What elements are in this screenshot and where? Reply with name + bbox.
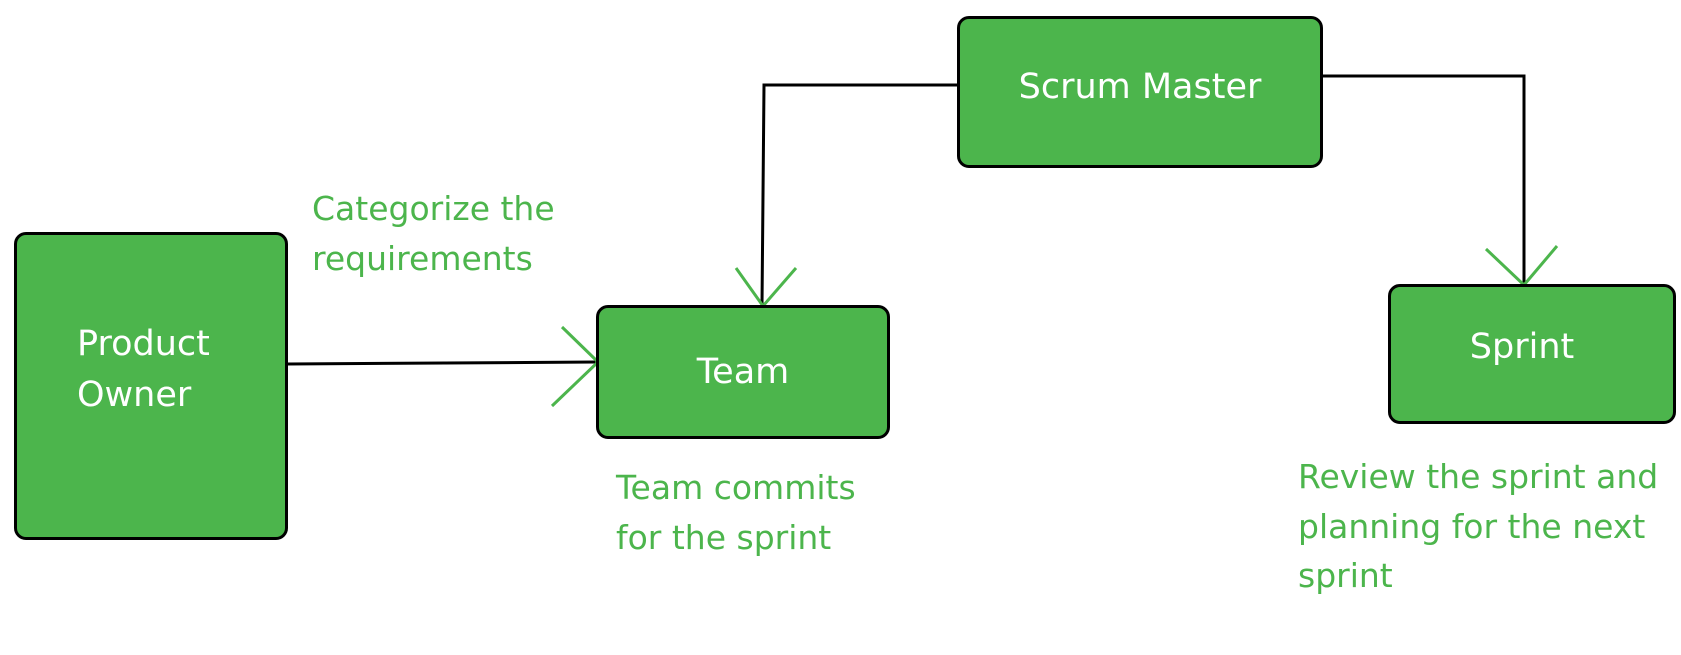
product-owner-node: Product Owner	[14, 232, 288, 540]
scrum-master-label: Scrum Master	[1018, 67, 1262, 107]
scrum-master-node: Scrum Master	[957, 16, 1323, 168]
team-commits-note: Team commits for the sprint	[616, 468, 856, 557]
arrowhead-team-left	[550, 325, 600, 408]
edge-product-owner-to-team	[287, 360, 597, 366]
team-node: Team	[596, 305, 890, 439]
review-sprint-note: Review the sprint and planning for the n…	[1298, 457, 1659, 595]
sprint-node: Sprint	[1388, 284, 1676, 424]
categorize-requirements-note: Categorize the requirements	[312, 189, 555, 278]
sprint-label: Sprint	[1469, 327, 1575, 367]
team-label: Team	[696, 352, 790, 392]
product-owner-label: Product Owner	[77, 324, 210, 415]
arrowhead-sprint-top	[1484, 245, 1559, 287]
arrowhead-team-top	[734, 267, 798, 307]
edge-scrum-master-to-sprint	[1323, 74, 1526, 284]
edge-scrum-master-to-team	[760, 83, 957, 306]
